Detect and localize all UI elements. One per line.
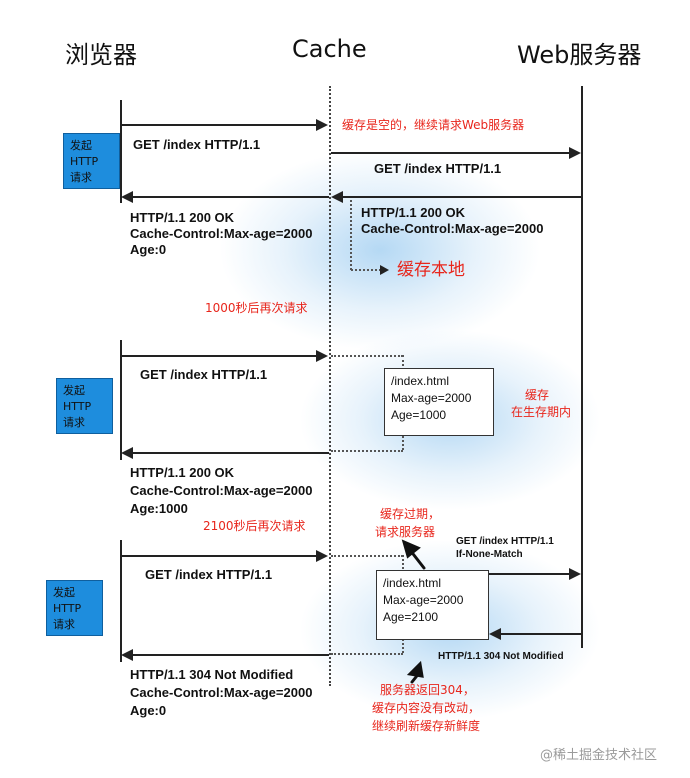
cache-header: Cache xyxy=(292,35,367,63)
s3-cache-card: /index.html Max-age=2000 Age=2100 xyxy=(376,570,489,640)
s3-card-line3: Age=2100 xyxy=(383,610,439,624)
s1-cache-local: 缓存本地 xyxy=(397,260,465,280)
note-pointer-head xyxy=(406,660,424,678)
s2-cache-card: /index.html Max-age=2000 Age=1000 xyxy=(384,368,494,436)
s3-note-3: 继续刷新缓存新鲜度 xyxy=(372,719,481,733)
s1-server-response-1: HTTP/1.1 200 OK xyxy=(361,205,466,220)
actor-box-line3: 请求 xyxy=(63,416,85,429)
s2-lookup-bottom xyxy=(331,450,403,452)
arrow-s3-browser-response xyxy=(133,654,329,656)
arrow-s3-request xyxy=(121,555,317,557)
arrow-s1-browser-response xyxy=(133,196,329,198)
arrow-s1-server-response xyxy=(343,196,581,198)
s2-status-1: 缓存 xyxy=(525,388,550,402)
s1-request-label: GET /index HTTP/1.1 xyxy=(133,137,261,152)
arrowhead-left xyxy=(121,191,133,203)
s2-browser-response-3: Age:1000 xyxy=(130,501,188,516)
s2-browser-response-2: Cache-Control:Max-age=2000 xyxy=(130,483,313,498)
actor-box-1: 发起 HTTP 请求 xyxy=(63,133,120,189)
server-lifeline xyxy=(581,86,583,648)
s3-note-2: 缓存内容没有改动， xyxy=(372,701,481,715)
s3-browser-response-2: Cache-Control:Max-age=2000 xyxy=(130,685,313,700)
actor-box-line1: 发起 xyxy=(53,586,75,599)
s3-lookup-bottom xyxy=(331,653,403,655)
arrow-s3-forward xyxy=(489,573,569,575)
s1-forward-label: GET /index HTTP/1.1 xyxy=(374,161,502,176)
arrow-s1-request xyxy=(121,124,317,126)
arrow-s2-request xyxy=(121,355,317,357)
s1-server-response-2: Cache-Control:Max-age=2000 xyxy=(361,221,544,236)
arrowhead-left xyxy=(121,447,133,459)
s2-request-label: GET /index HTTP/1.1 xyxy=(140,367,268,382)
s2-lookup-top xyxy=(331,355,403,357)
glow-section1 xyxy=(220,150,540,350)
s2-card-line1: /index.html xyxy=(391,374,450,388)
arrow-s3-server-response xyxy=(501,633,581,635)
arrowhead-right xyxy=(316,550,328,562)
s3-expired-2: 请求服务器 xyxy=(375,525,436,539)
browser-lifeline-1 xyxy=(120,100,122,203)
actor-box-2: 发起 HTTP 请求 xyxy=(56,378,113,434)
s2-browser-response-1: HTTP/1.1 200 OK xyxy=(130,465,235,480)
arrowhead-right xyxy=(569,147,581,159)
s3-card-line1: /index.html xyxy=(383,576,442,590)
actor-box-line2: HTTP xyxy=(53,602,82,615)
expired-pointer-head xyxy=(401,539,421,559)
actor-box-line3: 请求 xyxy=(53,618,75,631)
s1-after-note: 1000秒后再次请求 xyxy=(205,301,308,315)
arrow-s2-browser-response xyxy=(133,452,329,454)
s2-status-2: 在生存期内 xyxy=(511,405,572,419)
s3-browser-response-1: HTTP/1.1 304 Not Modified xyxy=(130,667,294,682)
server-header: Web服务器 xyxy=(517,41,642,69)
s3-forward-1: GET /index HTTP/1.1 xyxy=(456,536,554,547)
s3-card-line2: Max-age=2000 xyxy=(383,593,464,607)
actor-box-line1: 发起 xyxy=(63,384,85,397)
browser-header: 浏览器 xyxy=(65,41,137,69)
s2-card-line2: Max-age=2000 xyxy=(391,391,472,405)
s1-browser-response-1: HTTP/1.1 200 OK xyxy=(130,210,235,225)
arrowhead-right xyxy=(316,350,328,362)
actor-box-line2: HTTP xyxy=(63,400,92,413)
s1-browser-response-3: Age:0 xyxy=(130,242,167,257)
s3-lookup-top xyxy=(331,555,403,557)
arrowhead-left xyxy=(489,628,501,640)
s3-server-response: HTTP/1.1 304 Not Modified xyxy=(438,651,564,662)
actor-box-line1: 发起 xyxy=(70,139,92,152)
s3-browser-response-3: Age:0 xyxy=(130,703,167,718)
arrowhead-right xyxy=(569,568,581,580)
browser-lifeline-2 xyxy=(120,340,122,460)
actor-box-line2: HTTP xyxy=(70,155,99,168)
s3-request-label: GET /index HTTP/1.1 xyxy=(145,567,273,582)
s3-note-1: 服务器返回304， xyxy=(380,683,475,697)
s1-cache-note: 缓存是空的，继续请求Web服务器 xyxy=(342,118,525,132)
watermark: @稀土掘金技术社区 xyxy=(540,748,658,763)
browser-lifeline-3 xyxy=(120,540,122,662)
arrowhead-left xyxy=(331,191,343,203)
store-local-path-h xyxy=(351,269,381,271)
cache-lifeline xyxy=(329,86,331,686)
store-local-path-v xyxy=(350,200,352,270)
arrowhead-right xyxy=(316,119,328,131)
actor-box-3: 发起 HTTP 请求 xyxy=(46,580,103,636)
actor-box-line3: 请求 xyxy=(70,171,92,184)
s2-after-note: 2100秒后再次请求 xyxy=(203,519,306,533)
arrowhead-right xyxy=(380,265,389,275)
arrow-s1-forward xyxy=(331,152,569,154)
arrowhead-left xyxy=(121,649,133,661)
s1-browser-response-2: Cache-Control:Max-age=2000 xyxy=(130,226,313,241)
s3-expired-1: 缓存过期， xyxy=(380,507,441,521)
s2-card-line3: Age=1000 xyxy=(391,408,447,422)
s3-forward-2: If-None-Match xyxy=(456,549,523,560)
